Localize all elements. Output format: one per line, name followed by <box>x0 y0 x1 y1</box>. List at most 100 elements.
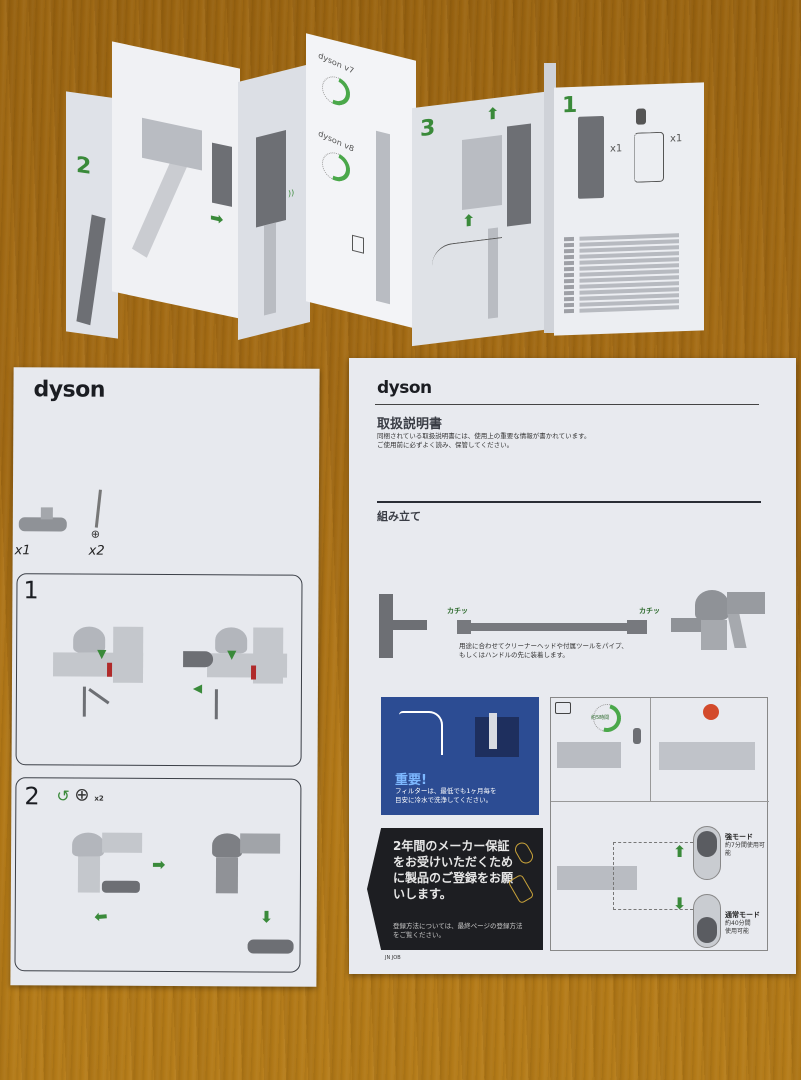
important-filter-notice: 重要! フィルターは、最低でも1ヶ月毎を 目安に冷水で洗浄してください。 <box>381 697 539 815</box>
cleaner-head-drawing <box>379 594 393 658</box>
vacuum-filter-silhouette <box>475 717 519 757</box>
max-mode-title: 強モード <box>725 833 753 841</box>
normal-mode-runtime-2: 使用可能 <box>725 928 750 935</box>
charge-indicator-icon <box>555 702 571 714</box>
dock-drawing <box>212 142 232 207</box>
dock-count: x1 <box>610 143 623 155</box>
docked-wand-drawing <box>376 130 390 305</box>
screw-icon <box>94 489 102 528</box>
intro-text-line-2: ご使用前に必ずよく読み、保管してください。 <box>377 441 514 449</box>
green-up-arrow-icon: ⬆ <box>486 103 500 125</box>
normal-mode-switch-icon <box>693 894 721 948</box>
important-text-line-1: フィルターは、最低でも1ヶ月毎を <box>395 787 497 795</box>
charge-time-dial-icon <box>593 704 621 732</box>
wand-drawing <box>264 222 276 316</box>
manual-title: 取扱説明書 <box>377 417 443 432</box>
green-down-left-arrow-icon: ⬋ <box>91 904 114 928</box>
fault-panel <box>651 698 769 802</box>
phillips-head-icon: ⊕ <box>90 527 100 541</box>
important-text-line-2: 目安に冷水で洗浄してください。 <box>395 796 493 804</box>
handheld-vacuum-drawing <box>671 590 767 658</box>
section-divider <box>377 501 761 503</box>
error-indicator-icon <box>703 704 719 720</box>
green-down-arrow-icon: ⬇ <box>673 894 687 913</box>
charging-and-modes-diagram: 約5時間 ⬆ 強モード 約7分間使用可能 ⬇ 通常モード 約40分間 使用可能 <box>550 697 769 951</box>
click-label-left: カチッ <box>447 607 468 615</box>
pipe-end-drawing <box>627 620 647 634</box>
water-tap-icon <box>399 711 443 755</box>
click-mark-icon: )) <box>288 187 295 199</box>
release-catch-icon <box>250 665 257 680</box>
charge-dial-v7-icon <box>322 73 350 109</box>
rotate-counterclockwise-icon: ↺ <box>56 786 70 806</box>
screw-count: x2 <box>94 794 104 803</box>
battery-replacement-sheet: dyson x1 ⊕ x2 1 ▼ ▼ ◀ 2 ↺ ⊕ x2 <box>10 367 320 987</box>
bracket-drawing <box>214 689 218 720</box>
footer-code: JN JOB <box>385 955 401 961</box>
max-mode-switch-icon <box>693 826 721 880</box>
battery-count: x1 <box>14 543 31 559</box>
charge-time-label: 約5時間 <box>591 715 610 721</box>
charger-plug-icon <box>636 108 646 125</box>
wall-dock-icon <box>578 115 604 199</box>
warranty-registration-panel: 2年間のメーカー保証をお受けいただくために製品のご登録をお願いします。 登録方法… <box>367 828 543 950</box>
wall-socket-icon <box>352 234 364 254</box>
header-divider <box>375 404 759 405</box>
switch-leader-lines <box>613 842 693 910</box>
leaflet-fold <box>544 63 556 333</box>
vacuum-drawing <box>462 135 502 210</box>
max-mode-runtime: 約7分間使用可能 <box>725 842 765 857</box>
model-label-v8: dyson v8 <box>317 128 355 154</box>
charger-plug-icon <box>633 728 641 744</box>
dyson-logo: dyson <box>377 378 432 398</box>
step-2-box: 2 ↺ ⊕ x2 ➡ ⬋ ⬇ <box>14 777 302 973</box>
assembly-heading: 組み立て <box>377 510 421 523</box>
phillips-screw-icon: ⊕ <box>74 784 90 806</box>
step-number: 3 <box>420 115 436 143</box>
screw-count: x2 <box>88 543 105 559</box>
leaflet-panel-step-2: 2 <box>66 91 118 339</box>
removed-battery-icon <box>247 939 294 954</box>
green-arrow-icon: ◀ <box>192 681 203 696</box>
battery-connector-icon <box>40 507 53 520</box>
green-up-arrow-icon: ⬆ <box>673 842 687 861</box>
dyson-logo: dyson <box>33 377 106 403</box>
bracket-drawing <box>82 686 86 717</box>
leaflet-panel-charging: dyson v7 dyson v8 <box>306 33 416 329</box>
release-catch-icon <box>107 662 113 677</box>
green-down-arrow-icon: ⬇ <box>259 907 274 927</box>
step-1-box: 1 ▼ ▼ ◀ <box>15 573 303 767</box>
step-number: 2 <box>76 152 92 180</box>
japanese-operating-manual: dyson 取扱説明書 同梱されている取扱説明書には、使用上の重要な情報が書かれ… <box>349 358 796 974</box>
intro-text-line-1: 同梱されている取扱説明書には、使用上の重要な情報が書かれています。 <box>377 432 591 440</box>
leaflet-panel-docked: )) <box>238 64 310 340</box>
leaflet-panel-mount: ➡ <box>112 41 240 319</box>
vacuum-charging-drawing <box>557 742 621 768</box>
pipe-end-drawing <box>457 620 471 634</box>
cleaner-head-neck-drawing <box>393 620 427 630</box>
normal-mode-title: 通常モード <box>725 911 760 919</box>
folded-quick-start-leaflet: 2 ➡ )) dyson v7 dyson v8 3 ⬆ ⬆ 1 x1 x1 <box>66 33 706 347</box>
green-up-arrow-icon: ⬆ <box>462 210 476 231</box>
docked-vacuum-drawing <box>256 130 286 228</box>
vacuum-wand-drawing <box>76 214 106 326</box>
multilingual-instructions <box>564 232 692 315</box>
green-right-arrow-icon: ➡ <box>151 854 166 875</box>
wall-dock-drawing <box>507 123 531 227</box>
warranty-headline: 2年間のメーカー保証をお受けいただくために製品のご登録をお願いします。 <box>393 839 514 901</box>
assembly-caption-line-1: 用途に合わせてクリーナーヘッドや付属ツールをパイプ、 <box>459 642 628 650</box>
green-arrow-icon: ➡ <box>210 207 224 230</box>
step-number: 2 <box>24 782 40 811</box>
mouse-icon <box>512 839 536 867</box>
assembly-caption-line-2: もしくはハンドルの先に装着します。 <box>459 651 569 659</box>
green-down-arrow-icon: ▼ <box>97 646 107 661</box>
step-number: 1 <box>23 576 39 605</box>
charger-cable-icon <box>634 131 664 183</box>
leaflet-panel-step-3: 3 ⬆ ⬆ <box>412 91 544 347</box>
important-title: 重要! <box>395 773 427 788</box>
extension-pipe-drawing <box>469 623 629 631</box>
normal-mode-runtime-1: 約40分間 <box>725 920 751 927</box>
wand-drawing <box>131 155 189 258</box>
green-down-arrow-icon: ▼ <box>227 647 237 662</box>
click-label-right: カチッ <box>639 607 660 615</box>
